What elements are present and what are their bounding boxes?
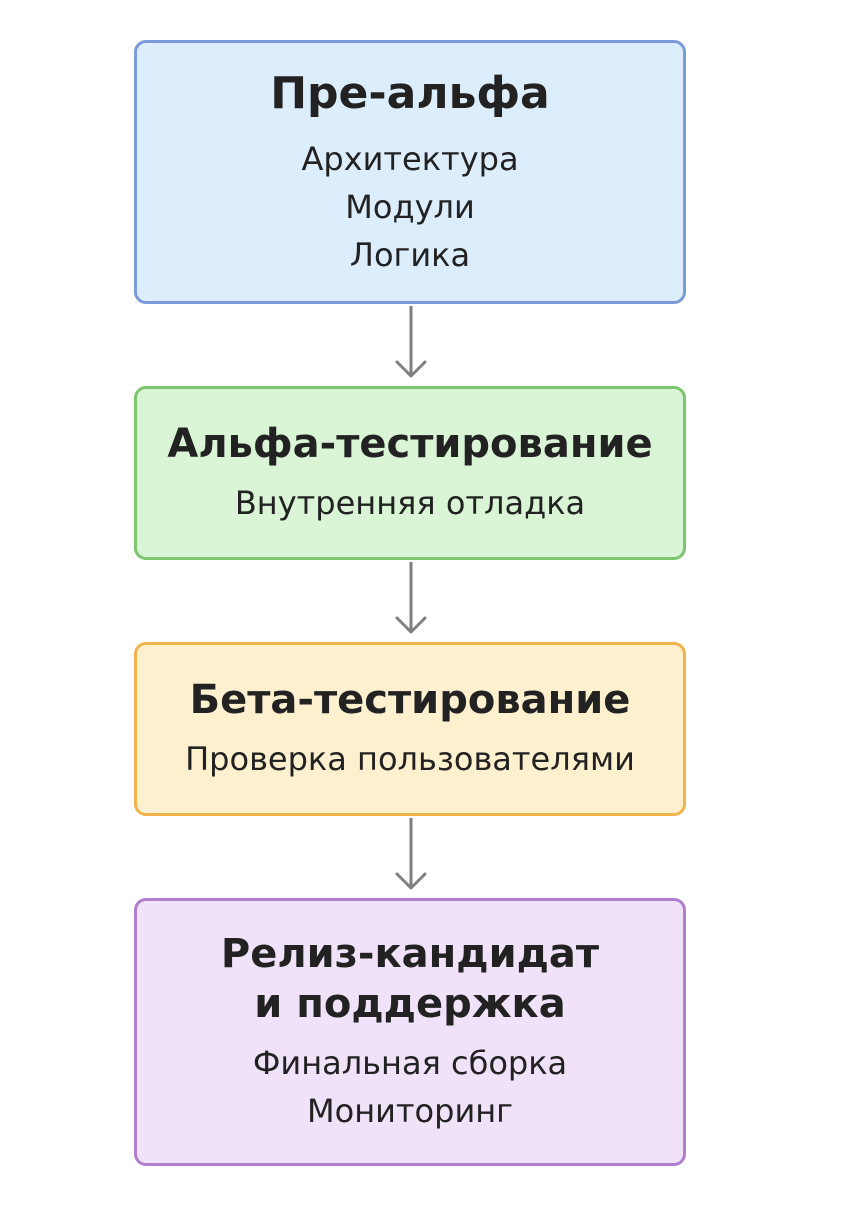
stage-title-pre-alpha: Пре-альфа: [270, 67, 550, 119]
stage-detail-architecture: Архитектура: [301, 139, 519, 178]
down-arrow-icon: [394, 306, 428, 384]
down-arrow-icon: [394, 562, 428, 640]
stage-title-release-candidate: Релиз-кандидат и поддержка: [220, 931, 600, 1027]
stage-box-release-candidate: Релиз-кандидат и поддержка Финальная сбо…: [134, 898, 686, 1166]
stage-box-pre-alpha: Пре-альфа Архитектура Модули Логика: [134, 40, 686, 304]
stage-box-beta-testing: Бета-тестирование Проверка пользователям…: [134, 642, 686, 816]
stage-title-beta-testing: Бета-тестирование: [189, 677, 631, 723]
stage-detail-logic: Логика: [349, 235, 471, 274]
stage-details-release-candidate: Финальная сборка Мониторинг: [253, 1039, 567, 1135]
stage-details-beta-testing: Проверка пользователями: [185, 735, 635, 783]
stage-details-pre-alpha: Архитектура Модули Логика: [301, 135, 518, 279]
stage-detail-user-testing: Проверка пользователями: [185, 740, 635, 778]
stage-title-alpha-testing: Альфа-тестирование: [167, 421, 653, 467]
stage-box-alpha-testing: Альфа-тестирование Внутренняя отладка: [134, 386, 686, 560]
stage-detail-final-build: Финальная сборка: [252, 1044, 568, 1082]
stage-detail-modules: Модули: [345, 187, 475, 226]
down-arrow-icon: [394, 818, 428, 896]
stage-detail-internal-debugging: Внутренняя отладка: [234, 484, 586, 522]
stage-details-alpha-testing: Внутренняя отладка: [235, 479, 585, 527]
stage-detail-monitoring: Мониторинг: [307, 1092, 513, 1130]
